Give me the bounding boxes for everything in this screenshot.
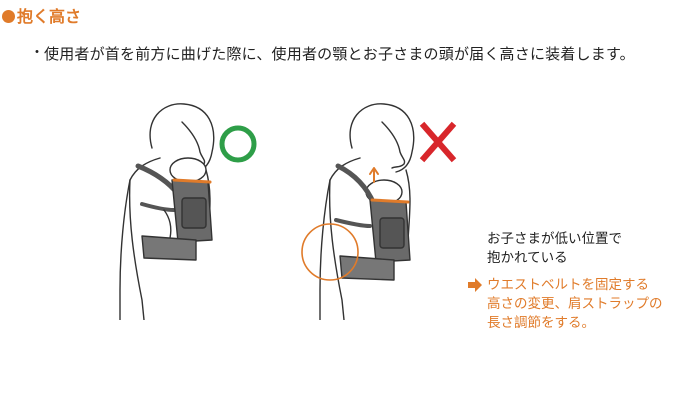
bullet-dot-icon [2, 10, 15, 23]
note-line-2: 抱かれている [487, 250, 568, 266]
figure-correct [119, 103, 215, 320]
arrow-right-icon [468, 278, 482, 292]
cross-incorrect-icon [419, 121, 457, 163]
tip-line-1: ウエストベルトを固定する [487, 277, 649, 293]
circle-correct-icon [219, 125, 257, 163]
incorrect-note: お子さまが低い位置で 抱かれている [487, 230, 622, 268]
figure-incorrect [301, 103, 415, 320]
belt-highlight-circle [301, 223, 359, 281]
section-heading: 抱く高さ [2, 6, 81, 28]
heading-text: 抱く高さ [17, 7, 82, 26]
tip-line-2: 高さの変更、肩ストラップの [487, 296, 663, 312]
tip-line-3: 長さ調節をする。 [487, 315, 595, 331]
instruction-text: 使用者が首を前方に曲げた際に、使用者の顎とお子さまの頭が届く高さに装着します。 [44, 45, 635, 63]
note-line-1: お子さまが低い位置で [487, 231, 622, 247]
carrier-illustration [119, 103, 457, 320]
bullet-mark: ・ [30, 45, 44, 61]
